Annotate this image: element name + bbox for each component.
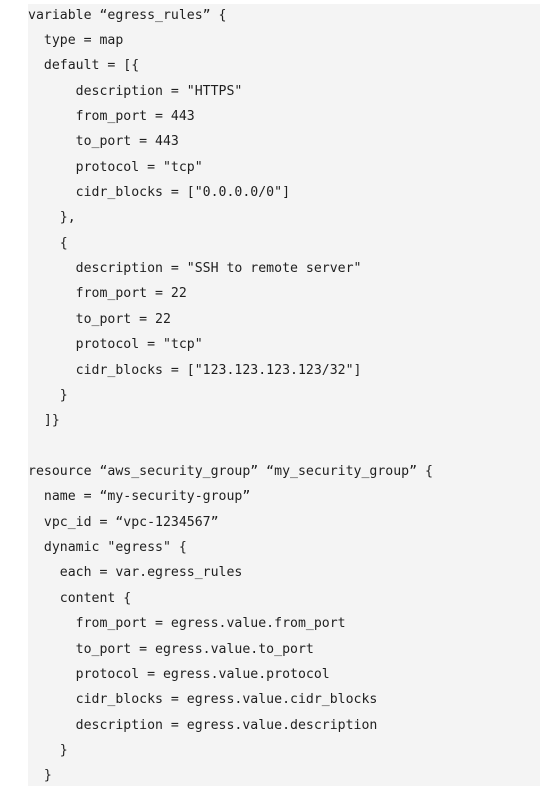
code-line-7: protocol = "tcp" [28,160,203,175]
code-line-10: { [28,236,68,251]
code-line-22: dynamic "egress" { [28,540,187,555]
code-line-11: description = "SSH to remote server" [28,261,362,276]
code-line-16: } [28,388,68,403]
code-line-24: content { [28,591,132,606]
code-line-31: } [28,768,52,783]
code-line-13: to_port = 22 [28,312,171,327]
code-line-17: ]} [28,413,60,428]
code-line-27: protocol = egress.value.protocol [28,667,330,682]
code-line-9: }, [28,210,76,225]
code-line-6: to_port = 443 [28,134,179,149]
code-line-28: cidr_blocks = egress.value.cidr_blocks [28,692,378,707]
code-line-23: each = var.egress_rules [28,565,243,580]
code-line-20: name = “my-security-group” [28,489,251,504]
code-line-8: cidr_blocks = ["0.0.0.0/0"] [28,185,291,200]
code-line-15: cidr_blocks = ["123.123.123.123/32"] [28,363,362,378]
code-line-2: type = map [28,33,124,48]
code-line-19: resource “aws_security_group” “my_securi… [28,464,433,479]
code-line-12: from_port = 22 [28,286,187,301]
code-line-25: from_port = egress.value.from_port [28,616,346,631]
code-line-3: default = [{ [28,58,140,73]
code-line-29: description = egress.value.description [28,718,378,733]
code-line-4: description = "HTTPS" [28,84,243,99]
code-line-26: to_port = egress.value.to_port [28,642,314,657]
code-line-14: protocol = "tcp" [28,337,203,352]
code-line-5: from_port = 443 [28,109,195,124]
code-line-21: vpc_id = “vpc-1234567” [28,515,219,530]
code-block: variable “egress_rules” { type = map def… [28,4,540,786]
code-line-30: } [28,743,68,758]
code-line-1: variable “egress_rules” { [28,8,227,23]
